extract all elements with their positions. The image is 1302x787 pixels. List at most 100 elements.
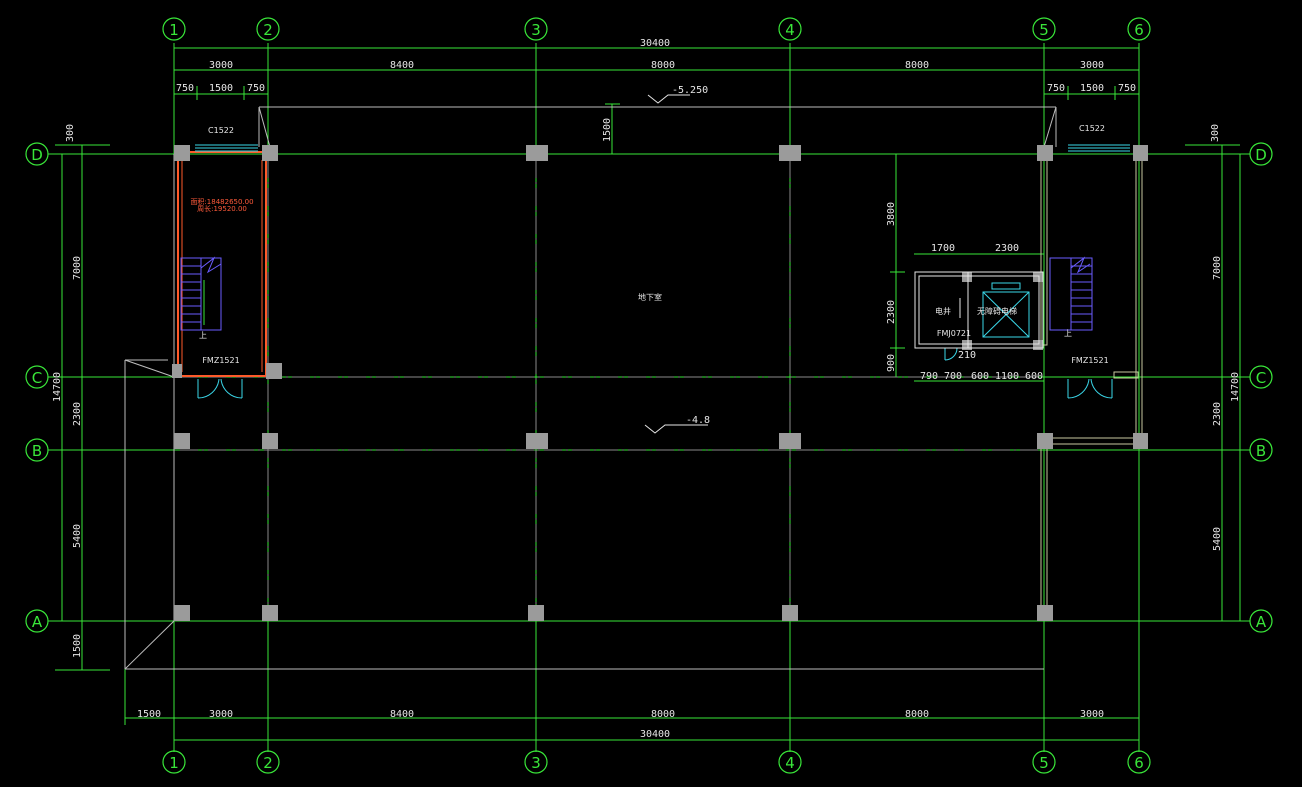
perimeter-readout: 周长:19520.00: [197, 204, 247, 213]
axis-label-B-left: B: [32, 442, 42, 460]
dim-right-bay-2: 2300: [1212, 402, 1223, 426]
dim-inner-v-1: 3800: [886, 202, 897, 226]
dim-bottom-offset: 1500: [137, 709, 161, 720]
axis-label-B-right: B: [1256, 442, 1266, 460]
axis-bubble-1-bottom: [162, 750, 186, 774]
window-tag-right: C1522: [1079, 124, 1105, 133]
axis-bubble-1-top: [162, 17, 186, 41]
dim-right-total: 14700: [1230, 372, 1241, 402]
axis-bubble-5-bottom: [1032, 750, 1056, 774]
axis-label-1-bottom: 1: [169, 754, 179, 772]
dim-elev-bottom-3: 600: [971, 371, 989, 382]
dim-elev-sill: 210: [958, 350, 976, 361]
elevator-shaft: [982, 282, 1030, 338]
door-tag-right: FMZ1521: [1071, 356, 1108, 365]
dim-top-left-sub-1: 750: [176, 83, 194, 94]
axis-label-3-top: 3: [531, 21, 541, 39]
axis-label-2-top: 2: [263, 21, 273, 39]
axis-label-6-bottom: 6: [1134, 754, 1144, 772]
axis-bubbles: [25, 17, 1273, 774]
dim-elev-bottom-5: 600: [1025, 371, 1043, 382]
axis-label-1-top: 1: [169, 21, 179, 39]
door-right: [1067, 378, 1113, 399]
axis-label-A-left: A: [32, 613, 43, 631]
axis-label-4-bottom: 4: [785, 754, 795, 772]
axis-label-6-top: 6: [1134, 21, 1144, 39]
axis-label-A-right: A: [1256, 613, 1267, 631]
axis-bubble-6-top: [1127, 17, 1151, 41]
dim-elev-top-2: 2300: [995, 243, 1019, 254]
door-tag-elevator: FMJ0721: [937, 329, 971, 338]
stair-left: [180, 256, 222, 331]
axis-bubble-C-left: [25, 365, 49, 389]
axis-label-5-bottom: 5: [1039, 754, 1049, 772]
dim-elev-bottom-2: 700: [944, 371, 962, 382]
axis-bubble-B-left: [25, 438, 49, 462]
dim-bottom-total: 30400: [640, 729, 670, 740]
dim-left-top: 300: [65, 124, 76, 142]
stair-right: [1049, 256, 1093, 331]
dim-top-bay-1: 3000: [209, 60, 233, 71]
dim-inner-v-2: 2300: [886, 300, 897, 324]
room-elev-shaft: 无障碍电梯: [977, 306, 1017, 316]
door-left: [197, 378, 243, 399]
axis-bubble-D-left: [25, 142, 49, 166]
svg-text:-4.8: -4.8: [686, 415, 710, 426]
axis-bubble-6-bottom: [1127, 750, 1151, 774]
axis-bubble-A-left: [25, 609, 49, 633]
axis-bubble-C-right: [1249, 365, 1273, 389]
axis-bubble-3-bottom: [524, 750, 548, 774]
axis-bubble-3-top: [524, 17, 548, 41]
axis-label-D-left: D: [31, 146, 43, 164]
axis-bubble-2-bottom: [256, 750, 280, 774]
axis-bubble-A-right: [1249, 609, 1273, 633]
dim-elev-bottom-1: 790: [920, 371, 938, 382]
axis-label-5-top: 5: [1039, 21, 1049, 39]
dim-inner-v-top: 1500: [602, 118, 613, 142]
axis-label-C-right: C: [1256, 369, 1266, 387]
window-left: [195, 144, 258, 152]
dim-bottom-bay-5: 3000: [1080, 709, 1104, 720]
dim-right-top: 300: [1210, 124, 1221, 142]
area-readout: 面积:18482650.00: [190, 197, 253, 206]
elevator-core: [914, 271, 1044, 349]
centerlines: [180, 160, 1040, 615]
dim-elev-top-1: 1700: [931, 243, 955, 254]
dim-elev-bottom-4: 1100: [995, 371, 1019, 382]
stair-up-right: 上: [1064, 329, 1072, 338]
stair-up-left: 上: [199, 331, 207, 340]
dim-bottom-bay-1: 3000: [209, 709, 233, 720]
dim-left-total: 14700: [52, 372, 63, 402]
axis-label-2-bottom: 2: [263, 754, 273, 772]
dim-bottom-bay-4: 8000: [905, 709, 929, 720]
dim-right-bay-3: 5400: [1212, 527, 1223, 551]
dim-left-bay-1: 7000: [72, 256, 83, 280]
room-elev-small: 电井: [935, 306, 951, 316]
dim-inner-v-3: 900: [886, 354, 897, 372]
right-walls: [1040, 159, 1143, 614]
dim-top-right-sub-3: 750: [1118, 83, 1136, 94]
dim-bottom-bay-3: 8000: [651, 709, 675, 720]
dimension-lines: [55, 47, 1241, 741]
dim-top-bay-3: 8000: [651, 60, 675, 71]
axis-bubble-D-right: [1249, 142, 1273, 166]
dim-top-left-sub-2: 1500: [209, 83, 233, 94]
dim-top-left-sub-3: 750: [247, 83, 265, 94]
dim-top-right-sub-2: 1500: [1080, 83, 1104, 94]
dim-top-bay-5: 3000: [1080, 60, 1104, 71]
room-center-label: 地下室: [638, 292, 662, 302]
svg-text:-5.250: -5.250: [672, 85, 708, 96]
dim-left-bottom: 1500: [72, 634, 83, 658]
dim-top-right-sub-1: 750: [1047, 83, 1065, 94]
dim-top-bay-2: 8400: [390, 60, 414, 71]
door-elevator: [944, 347, 958, 361]
axis-bubble-B-right: [1249, 438, 1273, 462]
axis-label-4-top: 4: [785, 21, 795, 39]
level-mark-top: -5.250: [647, 85, 708, 104]
dim-left-bay-2: 2300: [72, 402, 83, 426]
level-mark-middle: -4.8: [644, 415, 710, 434]
columns: [172, 145, 1148, 621]
dim-top-bay-4: 8000: [905, 60, 929, 71]
dim-top-total: 30400: [640, 38, 670, 49]
